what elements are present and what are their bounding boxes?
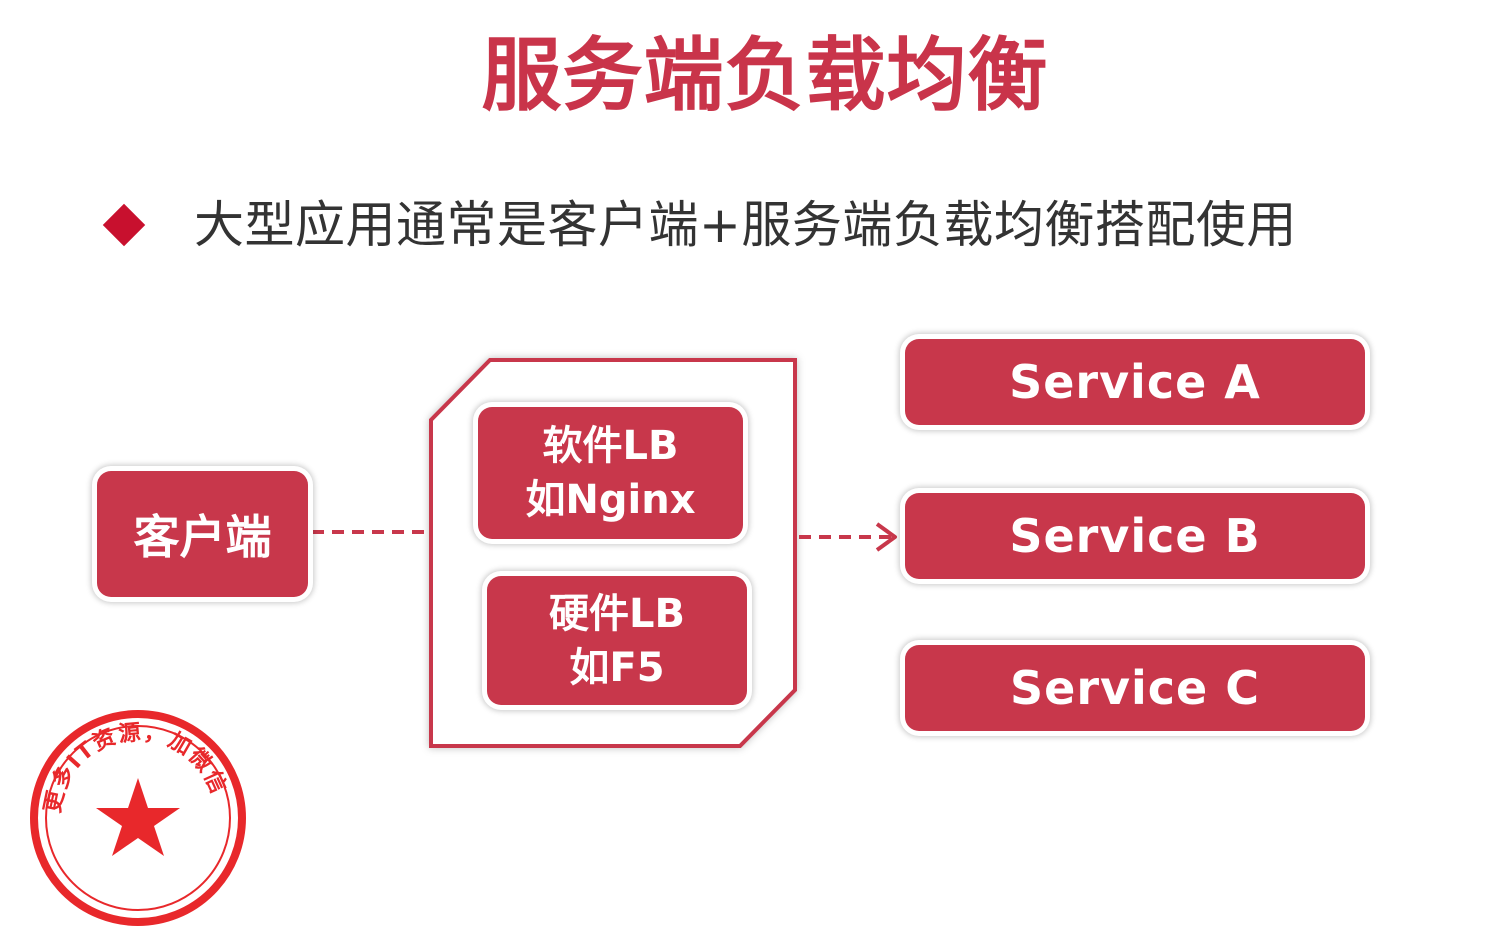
software-lb-box: 软件LB 如Nginx <box>478 407 743 539</box>
hardware-lb-example: 如F5 <box>569 644 665 691</box>
slide-title: 服务端负载均衡 <box>481 29 1049 122</box>
software-lb-example: 如Nginx <box>525 477 696 523</box>
client-box: 客户端 <box>97 471 308 597</box>
service-b-box: Service B <box>905 493 1365 579</box>
hardware-lb-box: 硬件LB 如F5 <box>487 576 747 705</box>
bullet-text: 大型应用通常是客户端+服务端负载均衡搭配使用 <box>194 196 1297 254</box>
star-icon <box>96 778 180 856</box>
software-lb-label: 软件LB <box>542 423 679 469</box>
service-a-box: Service A <box>905 339 1365 425</box>
hardware-lb-label: 硬件LB <box>549 590 685 637</box>
arrow-head-icon <box>875 522 897 552</box>
watermark-stamp: 更多IT资源，加微信 <box>30 710 246 926</box>
bullet-point: 大型应用通常是客户端+服务端负载均衡搭配使用 <box>102 190 1297 260</box>
service-c-box: Service C <box>905 645 1365 731</box>
